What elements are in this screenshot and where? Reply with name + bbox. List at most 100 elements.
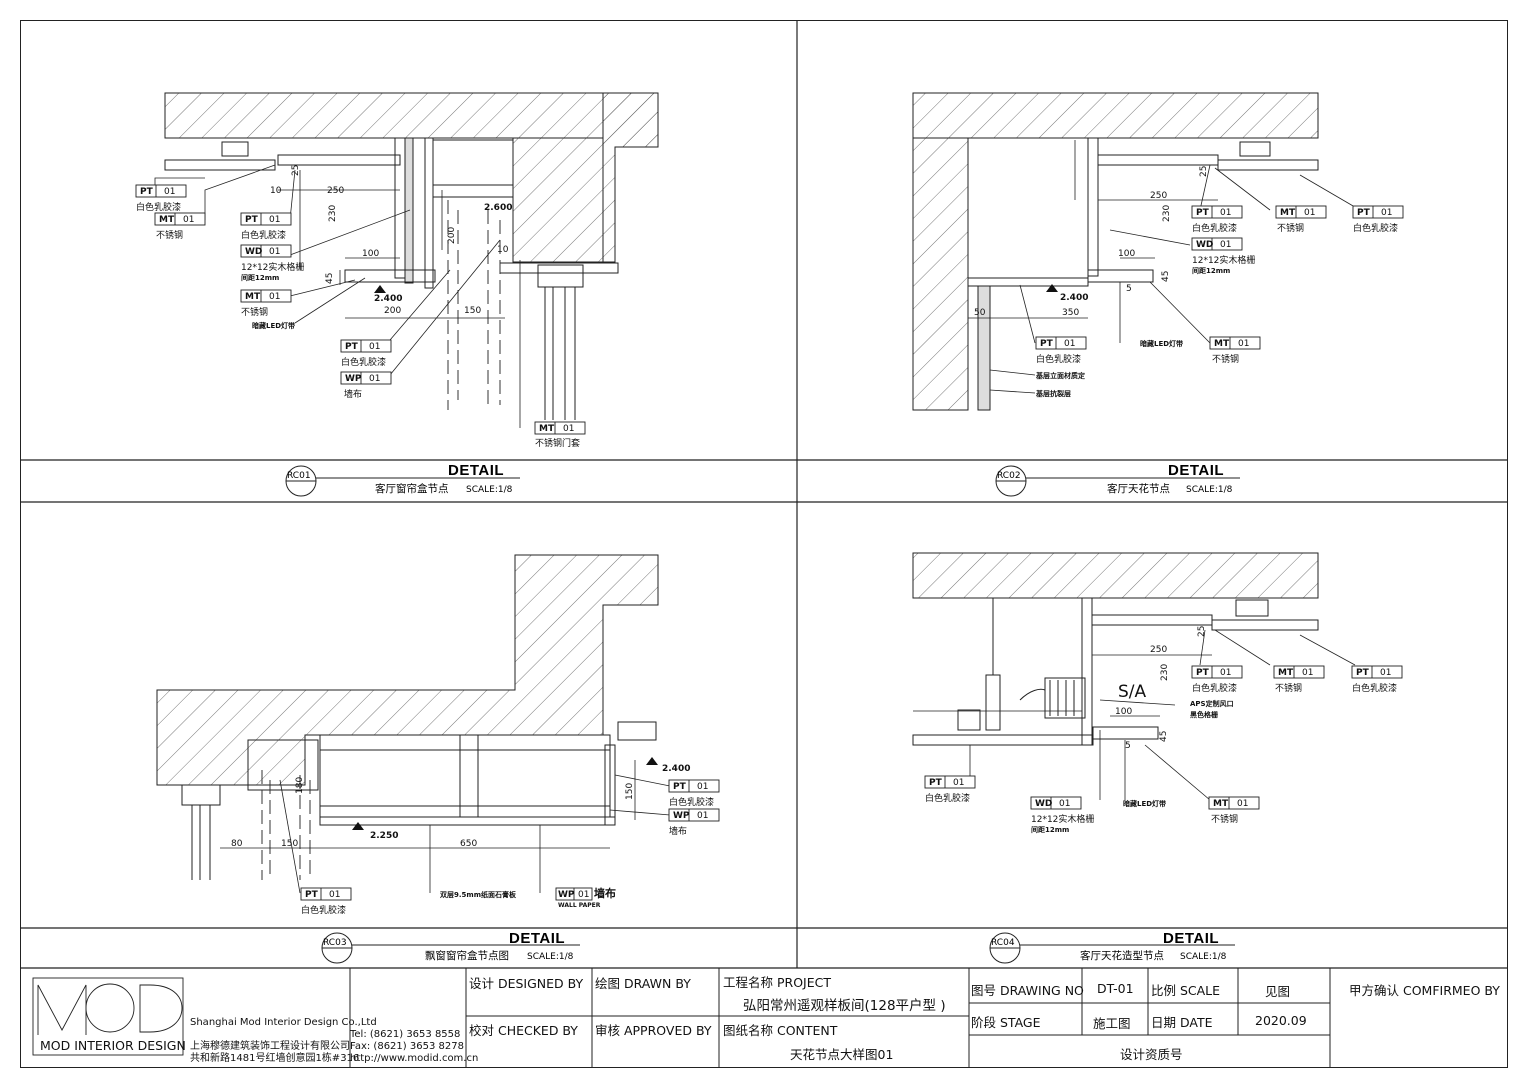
dim: 100 — [362, 249, 379, 259]
tag-number: 01 — [269, 247, 280, 257]
tag-number: 01 — [1304, 208, 1315, 218]
dim: 250 — [1150, 191, 1167, 201]
approved-by-label: 审核 APPROVED BY — [595, 1023, 712, 1038]
material-tag: MT 01 不锈钢 — [240, 289, 292, 318]
dim: 250 — [327, 186, 344, 196]
tag-desc: 墙布 — [669, 825, 687, 837]
material-tag: MT 01 不锈钢 — [1209, 336, 1261, 365]
tag-number: 01 — [697, 782, 708, 792]
detail-rc03-dimensions: 180 80 150 650 150 2.400 2.250 — [231, 764, 690, 849]
detail-title-rc02: RC02 DETAIL 客厅天花节点 SCALE:1/8 — [995, 462, 1240, 497]
stage-label: 阶段 STAGE — [971, 1015, 1041, 1030]
detail-rc04-dimensions: 25 250 230 100 45 5 S/A — [1115, 626, 1207, 751]
tag-number: 01 — [164, 187, 175, 197]
material-tag: MT 01 不锈钢 — [1273, 665, 1325, 694]
dim: 80 — [231, 839, 243, 849]
material-tag: PT 01 白色乳胶漆 — [668, 779, 720, 808]
dim: 150 — [464, 306, 481, 316]
tag-number: 01 — [183, 215, 194, 225]
material-tag: WP 01 墙布 — [668, 808, 720, 837]
scale-label: 比例 SCALE — [1151, 983, 1221, 998]
dim: 350 — [1062, 308, 1079, 318]
detail-scale: SCALE:1/8 — [466, 485, 513, 495]
scale-value: 见图 — [1265, 984, 1291, 999]
tag-number: 01 — [1059, 799, 1070, 809]
detail-scale: SCALE:1/8 — [1186, 485, 1233, 495]
qualification-label: 设计资质号 — [1120, 1047, 1183, 1062]
tag-number: 01 — [269, 292, 280, 302]
material-tag: MT 01 不锈钢 — [154, 212, 206, 241]
tag-code: PT — [673, 782, 687, 792]
company-name-cn: 上海穆德建筑装饰工程设计有限公司 — [190, 1041, 350, 1052]
tag-code: PT — [1357, 208, 1371, 218]
tag-code: MT — [1278, 668, 1294, 678]
detail-heading: DETAIL — [509, 930, 565, 947]
dim: 50 — [974, 308, 986, 318]
tag-desc: 墙布 — [594, 886, 616, 900]
detail-rc02-dimensions: 25 250 230 100 45 5 50 350 2.400 — [974, 166, 1209, 318]
tag-number: 01 — [1220, 240, 1231, 250]
dim: 230 — [1162, 205, 1172, 222]
dim: 230 — [1160, 664, 1170, 681]
material-tag: WD 01 12*12实木格栅 间距12mm — [1030, 796, 1094, 834]
dim: 45 — [325, 273, 335, 284]
tag-desc: 白色乳胶漆 — [1352, 682, 1397, 694]
tag-code: MT — [1214, 339, 1230, 349]
material-tag: PT 01 白色乳胶漆 — [340, 339, 392, 368]
designed-by-label: 设计 DESIGNED BY — [469, 976, 584, 991]
material-tag: WP 01 墙布 — [340, 371, 392, 400]
tag-desc: 白色乳胶漆 — [1036, 353, 1081, 365]
tag-code: PT — [345, 342, 359, 352]
checked-by-label: 校对 CHECKED BY — [469, 1023, 578, 1038]
tag-code: MT — [1280, 208, 1296, 218]
dim: 45 — [1159, 731, 1169, 742]
company-website[interactable]: http://www.modid.com.cn — [350, 1053, 479, 1064]
tag-number: 01 — [953, 778, 964, 788]
tag-desc: 白色乳胶漆 — [1353, 222, 1398, 234]
tag-number: 01 — [269, 215, 280, 225]
dim: 230 — [328, 205, 338, 222]
tag-code: PT — [1196, 208, 1210, 218]
tag-code: PT — [1196, 668, 1210, 678]
tag-desc: 12*12实木格栅 — [241, 261, 304, 273]
tag-code: MT — [245, 292, 261, 302]
tag-number: 01 — [578, 890, 589, 900]
date-label: 日期 DATE — [1151, 1015, 1213, 1030]
project-name: 弘阳常州遥观样板间(128平户型 ) — [743, 998, 946, 1014]
detail-name: 客厅天花造型节点 — [1080, 949, 1164, 962]
detail-scale: SCALE:1/8 — [1180, 952, 1227, 962]
tag-desc: 不锈钢 — [156, 229, 183, 241]
client-confirm-label: 甲方确认 COMFIRMEO BY — [1349, 983, 1500, 998]
panel-grid — [21, 21, 1508, 969]
dim: 5 — [1126, 284, 1132, 294]
tag-code: PT — [245, 215, 259, 225]
detail-rc04-drawing — [912, 552, 1356, 801]
tag-desc-2: 间距12mm — [1192, 266, 1230, 275]
title-block-grid — [349, 968, 1331, 1068]
note: 暗藏LED灯带 — [1140, 339, 1183, 348]
detail-rc01-dimensions: 10 25 250 230 100 45 200 150 200 10 2.40… — [270, 165, 512, 316]
material-tag: PT 01 白色乳胶漆 — [135, 184, 187, 213]
tag-code: PT — [1040, 339, 1054, 349]
tag-desc: 不锈钢 — [1212, 353, 1239, 365]
detail-title-rc01: RC01 DETAIL 客厅窗帘盒节点 SCALE:1/8 — [285, 462, 520, 497]
material-tag: PT 01 白色乳胶漆 — [240, 212, 292, 241]
material-tag: PT 01 白色乳胶漆 — [1191, 205, 1243, 234]
material-tag: WP 01 墙布 WALL PAPER — [555, 886, 616, 909]
material-tags: PT 01 白色乳胶漆 MT 01 不锈钢 PT 01 白色乳胶漆 WD 01 … — [135, 184, 1404, 916]
tag-number: 01 — [329, 890, 340, 900]
detail-name: 飘窗窗帘盒节点图 — [425, 949, 509, 962]
dim: 200 — [384, 306, 401, 316]
tag-code: PT — [305, 890, 319, 900]
material-tag: MT 01 不锈钢 — [1275, 205, 1327, 234]
tag-desc: 白色乳胶漆 — [341, 356, 386, 368]
tag-code: PT — [1356, 668, 1370, 678]
tag-desc: 不锈钢 — [1277, 222, 1304, 234]
company-address: 共和新路1481号红墙创意园1栋#316 — [190, 1053, 360, 1064]
detail-title-rc04: RC04 DETAIL 客厅天花造型节点 SCALE:1/8 — [989, 930, 1235, 964]
material-tag: MT 01 不锈钢 — [1208, 796, 1260, 825]
note: 基层抗裂层 — [1035, 389, 1071, 398]
tag-desc: 白色乳胶漆 — [241, 229, 286, 241]
company-tel: Tel: (8621) 3653 8558 — [350, 1029, 461, 1040]
material-tag: PT 01 白色乳胶漆 — [1035, 336, 1087, 365]
